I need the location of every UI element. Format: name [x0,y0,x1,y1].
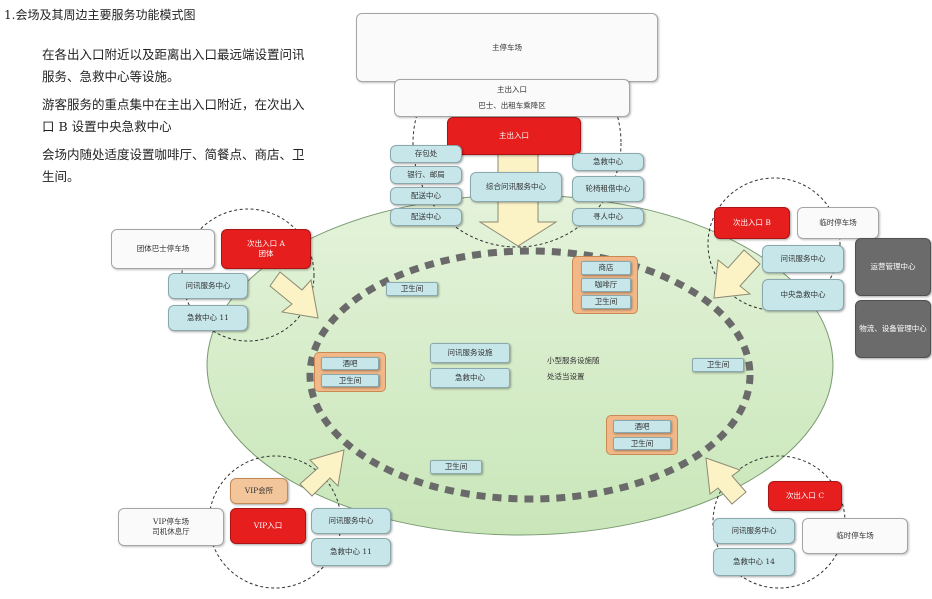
gate-c-first-aid: 急救中心 14 [713,548,795,576]
toilet-top-left: 卫生间 [386,282,438,296]
gate-c-info-center: 问讯服务中心 [713,518,795,544]
gate-a-arrow-icon [269,271,319,319]
main-gate-label: 主出入口 [497,85,527,94]
gate-c-temp-parking: 临时停车场 [802,518,908,554]
paragraph-1: 在各出入口附近以及距离出入口最远端设置问讯服务、急救中心等设施。 [42,47,305,84]
right-service-1: 急救中心 [572,153,644,171]
toilet-bottom: 卫生间 [430,460,482,474]
bar-right-toilet: 卫生间 [613,437,671,450]
gate-a-zone-circle [181,208,315,342]
toilet-right: 卫生间 [692,358,744,372]
gate-c-arrow-icon [705,457,747,505]
gate-b-info-center: 问讯服务中心 [762,245,844,273]
gate-b-zone-circle [707,177,841,311]
left-service-2: 银行、邮局 [390,166,462,184]
gate-b: 次出入口 B [714,207,790,239]
inner-dashed-loop [306,247,754,503]
paragraph-3: 会场内随处适度设置咖啡厅、简餐点、商店、卫生间。 [42,147,305,184]
left-service-1: 存包处 [390,145,462,163]
vip-info-center: 问讯服务中心 [311,508,391,534]
vip-gate: VIP入口 [230,508,306,544]
vip-parking: VIP停车场 司机休息厅 [118,508,224,546]
venue-info-facility: 问讯服务设施 [430,343,510,363]
bar-left-toilet: 卫生间 [321,374,379,387]
gate-b-arrow-icon [713,249,761,299]
gate-b-temp-parking: 临时停车场 [797,207,879,239]
main-gate: 主出入口 [447,117,581,155]
bus-taxi-label: 巴士、出租车乘降区 [478,101,546,110]
gate-a-info-center: 问讯服务中心 [168,273,248,299]
right-service-2: 轮椅租借中心 [572,176,644,202]
central-first-aid: 中央急救中心 [762,279,844,311]
gate-c: 次出入口 C [768,481,842,511]
small-facility-note-1: 小型服务设施随 [547,356,600,365]
shop-toilet: 卫生间 [581,295,631,309]
left-service-4: 配送中心 [390,208,462,226]
general-info-center: 综合问讯服务中心 [470,172,562,202]
page-title: 1.会场及其周边主要服务功能模式图 [4,8,196,22]
gate-a-first-aid: 急救中心 11 [168,305,248,331]
bar-left: 酒吧 [321,357,379,370]
group-bus-parking: 团体巴士停车场 [111,229,215,269]
venue-first-aid: 急救中心 [430,368,510,388]
small-facility-note-2: 处适当设置 [547,372,585,381]
bus-taxi-zone: 主出入口 巴士、出租车乘降区 [394,79,630,117]
left-service-3: 配送中心 [390,187,462,205]
operations-center: 运营管理中心 [855,238,931,296]
cafe: 咖啡厅 [581,278,631,292]
bar-right: 酒吧 [613,420,671,433]
vip-first-aid: 急救中心 11 [311,538,391,566]
gate-a: 次出入口 A 团体 [221,229,311,269]
logistics-center: 物流、设备管理中心 [855,300,931,358]
vip-arrow-icon [299,449,345,497]
vip-club: VIP会所 [230,478,288,504]
right-service-3: 寻人中心 [572,208,644,226]
main-parking: 主停车场 [356,13,658,82]
paragraph-2: 游客服务的重点集中在主出入口附近，在次出入口 B 设置中央急救中心 [42,97,305,134]
shop: 商店 [581,261,631,275]
